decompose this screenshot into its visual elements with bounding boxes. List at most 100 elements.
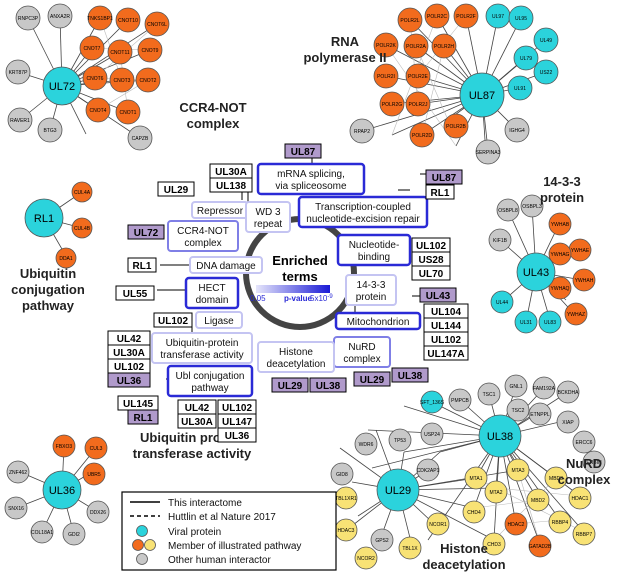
node-label: ETNPPL bbox=[530, 412, 550, 418]
node-label: UL49 bbox=[540, 38, 552, 44]
term-label: Mitochondrion bbox=[347, 317, 410, 328]
node-label: GPS2 bbox=[375, 538, 389, 544]
hub-label: UL38 bbox=[487, 431, 513, 443]
node-label: WDR6 bbox=[359, 442, 374, 448]
term-label: complex bbox=[343, 354, 380, 365]
node-label: IGHG4 bbox=[509, 128, 525, 134]
module-title: conjugation bbox=[11, 282, 85, 297]
gene-tag: UL42 bbox=[185, 403, 210, 414]
legend-label: Huttlin et al Nature 2017 bbox=[168, 512, 276, 523]
gene-tag: UL29 bbox=[278, 381, 303, 392]
hub-label: UL29 bbox=[385, 485, 411, 497]
term-label: NuRD bbox=[348, 342, 375, 353]
node-label: UL79 bbox=[520, 56, 532, 62]
node-label: TNKS1BP1 bbox=[87, 16, 113, 22]
node-label: GNL1 bbox=[509, 384, 522, 390]
term-label: CCR4-NOT bbox=[177, 226, 229, 237]
node-label: CAPZB bbox=[132, 136, 149, 142]
node-label: GID8 bbox=[336, 472, 348, 478]
node-label: POLR2I bbox=[377, 74, 395, 80]
hub-label: RL1 bbox=[34, 213, 54, 225]
gene-tag: UL102 bbox=[416, 241, 446, 252]
term-label: WD 3 bbox=[256, 207, 281, 218]
gene-tag: US28 bbox=[418, 255, 443, 266]
gene-tag: UL38 bbox=[398, 371, 423, 382]
node-label: SERPINA3 bbox=[476, 150, 501, 156]
node-label: UL95 bbox=[515, 16, 527, 22]
node-label: RBBP7 bbox=[576, 532, 593, 538]
node-label: CNOT4 bbox=[90, 108, 107, 114]
node-label: PMPCB bbox=[451, 398, 469, 404]
ul36-network: FBXO3 CUL3 UBR5 ZNF462 SNX16 COL18A1 GDI… bbox=[4, 430, 252, 546]
node-label: CNOT3 bbox=[114, 78, 131, 84]
gene-tag: RL1 bbox=[133, 261, 152, 272]
node-label: SNX16 bbox=[8, 506, 24, 512]
node-label: CHD3 bbox=[487, 542, 501, 548]
gene-tag: UL36 bbox=[117, 376, 142, 387]
gene-tag: UL36 bbox=[225, 431, 250, 442]
term-label: complex bbox=[184, 238, 221, 249]
term-label: nucleotide-excision repair bbox=[306, 214, 420, 225]
rna-polymerase-network: POLR2L POLR2C POLR2F POLR2K POLR2A POLR2… bbox=[303, 3, 559, 165]
node-label: POLR2B bbox=[446, 124, 466, 130]
module-title: deacetylation bbox=[422, 557, 505, 572]
node-label: HDAC2 bbox=[508, 522, 525, 528]
legend: This interactome Huttlin et al Nature 20… bbox=[121, 491, 337, 571]
term-label: domain bbox=[196, 295, 229, 306]
module-title: protein bbox=[540, 190, 584, 205]
gene-tag: UL43 bbox=[426, 291, 451, 302]
enriched-terms-hub: Enriched terms 0.05 p-value 5x10-9 mRNA … bbox=[107, 143, 469, 443]
ccr4-not-network: TNKS1BP1 CNOT10 CNOT6L CNOT7 CNOT11 CNOT… bbox=[5, 3, 247, 151]
gene-tag: UL87 bbox=[291, 147, 316, 158]
node-label: HDAC1 bbox=[572, 496, 589, 502]
gene-tag: UL55 bbox=[123, 289, 148, 300]
term-label: protein bbox=[356, 292, 387, 303]
scale-low: 0.05 bbox=[250, 294, 266, 303]
gene-tag: RL1 bbox=[431, 188, 450, 199]
node-label: MBD3 bbox=[549, 476, 563, 482]
node-label: BTG3 bbox=[43, 128, 56, 134]
gene-tag: UL87 bbox=[432, 173, 457, 184]
node-label: TBL1XR1 bbox=[335, 496, 357, 502]
gene-tag: UL138 bbox=[216, 181, 246, 192]
node-label: ANXA2R bbox=[50, 14, 70, 20]
node-label: POLR2G bbox=[382, 102, 402, 108]
gene-tag: UL72 bbox=[134, 228, 159, 239]
pvalue-gradient bbox=[256, 285, 330, 293]
gene-tag: UL102 bbox=[431, 335, 461, 346]
module-title: complex bbox=[558, 472, 612, 487]
node-label: CDK2AP1 bbox=[417, 468, 440, 474]
node-label: DDA1 bbox=[59, 256, 73, 262]
node-label: CHD4 bbox=[467, 510, 481, 516]
node-label: KIF1B bbox=[493, 238, 508, 244]
node-label: YWHAZ bbox=[567, 312, 585, 318]
node-label: RAVER1 bbox=[10, 118, 30, 124]
term-label: repeat bbox=[254, 219, 283, 230]
node-label: TSC1 bbox=[483, 392, 496, 398]
node-label: CNOT6L bbox=[147, 22, 167, 28]
node-label: ERCC6 bbox=[576, 440, 593, 446]
node-label: RBBP4 bbox=[552, 520, 569, 526]
hub-label: UL72 bbox=[49, 81, 75, 93]
node-label: KRT87P bbox=[9, 70, 28, 76]
node-label: YWHAG bbox=[551, 252, 570, 258]
hub-label: UL36 bbox=[49, 485, 75, 497]
legend-yellow-marker bbox=[144, 539, 156, 551]
node-label: POLR2K bbox=[376, 43, 396, 49]
gene-tag: UL144 bbox=[431, 321, 461, 332]
hub-label: UL43 bbox=[523, 267, 549, 279]
node-label: UL91 bbox=[514, 86, 526, 92]
node-label: OSBPL3 bbox=[522, 204, 542, 210]
node-label: SFT_136S bbox=[420, 400, 445, 406]
gene-tag: RL1 bbox=[134, 413, 153, 424]
node-label: TP53 bbox=[394, 438, 406, 444]
node-label: MTA2 bbox=[490, 490, 503, 496]
term-label: binding bbox=[358, 252, 390, 263]
node-label: CNOT11 bbox=[110, 50, 130, 56]
legend-label: Viral protein bbox=[168, 527, 221, 538]
node-label: XIAP bbox=[562, 420, 574, 426]
nurd-histone-network: SFT_136S PMPCB TSC1 GNL1 TSC2 FAM192A ET… bbox=[330, 374, 612, 572]
term-label: Ligase bbox=[204, 316, 234, 327]
module-title: polymerase II bbox=[303, 50, 386, 65]
gene-tag: UL102 bbox=[222, 403, 252, 414]
